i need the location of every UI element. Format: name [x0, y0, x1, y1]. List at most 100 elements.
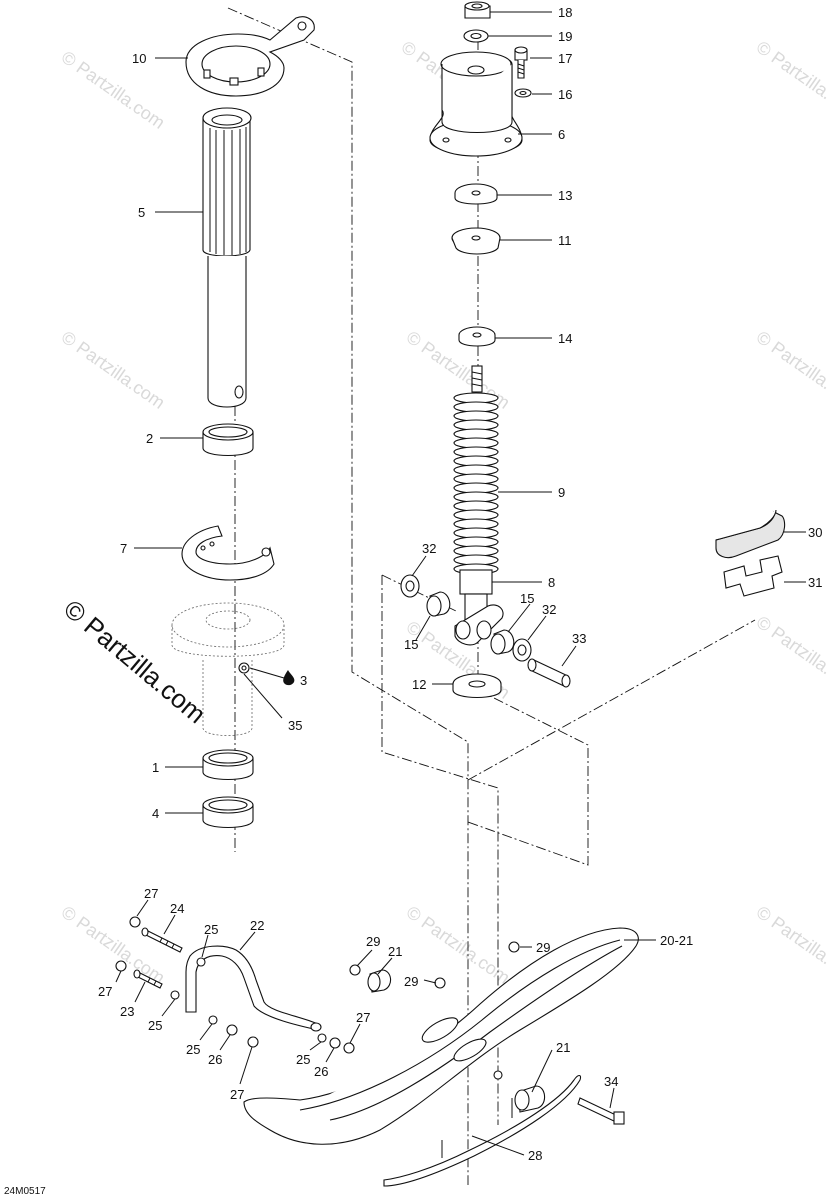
- leader-lines: [115, 11, 806, 1156]
- part-25-washer: [208, 1015, 218, 1025]
- part-25-washer: [170, 990, 180, 1000]
- part-30-pad: [715, 509, 786, 559]
- part-15-bushing-left: [426, 591, 451, 617]
- callout-25-b: 25: [148, 1018, 162, 1033]
- callout-27-c: 27: [230, 1087, 244, 1102]
- watermark-text: © Partzilla.com: [753, 327, 828, 413]
- callout-28: 28: [528, 1148, 542, 1163]
- callout-26-a: 26: [208, 1052, 222, 1067]
- callout-5: 5: [138, 205, 145, 220]
- part-31-bracket: [723, 555, 783, 597]
- callout-labels: 18 19 17 16 6 13 11 14 9 8 32 15 15 32 3…: [98, 5, 822, 1163]
- callout-9: 9: [558, 485, 565, 500]
- callout-18: 18: [558, 5, 572, 20]
- watermark-text: © Partzilla.com: [58, 47, 169, 133]
- watermark-text: © Partzilla.com: [58, 902, 169, 988]
- part-25-washer: [317, 1033, 327, 1043]
- callout-29-a: 29: [366, 934, 380, 949]
- part-21-bushing-upper: [367, 969, 392, 993]
- part-27-nut: [115, 960, 127, 972]
- part-26-nut: [226, 1024, 238, 1036]
- part-19-washer: [463, 29, 489, 43]
- watermark-text: © Partzilla.com: [58, 327, 169, 413]
- callout-16: 16: [558, 87, 572, 102]
- part-24-bolt: [141, 927, 183, 953]
- part-1-bushing: [202, 749, 254, 780]
- callout-21-b: 21: [556, 1040, 570, 1055]
- callout-22: 22: [250, 918, 264, 933]
- callout-12: 12: [412, 677, 426, 692]
- callout-24: 24: [170, 901, 184, 916]
- part-10-spanner: [185, 16, 315, 97]
- callout-2: 2: [146, 431, 153, 446]
- callout-3: 3: [300, 673, 307, 688]
- part-17-bolt: [514, 46, 528, 79]
- watermark-text: © Partzilla.com: [403, 902, 514, 988]
- callout-13: 13: [558, 188, 572, 203]
- callout-1: 1: [152, 760, 159, 775]
- part-29-nut: [349, 964, 361, 976]
- callout-27-d: 27: [356, 1010, 370, 1025]
- callout-23: 23: [120, 1004, 134, 1019]
- part-34-bolt: [577, 1097, 625, 1125]
- callout-27-b: 27: [98, 984, 112, 999]
- part-12-washer: [452, 673, 502, 698]
- part-15-bushing-right: [490, 629, 515, 655]
- part-20-21-ski: [243, 927, 639, 1145]
- part-27-nut: [129, 916, 141, 928]
- callout-29-b: 29: [404, 974, 418, 989]
- part-28-carbide-runner: [383, 1074, 582, 1187]
- part-4-bushing: [202, 796, 254, 828]
- callout-14: 14: [558, 331, 572, 346]
- callout-29-c: 29: [536, 940, 550, 955]
- part-35-grease-fitting: [238, 662, 250, 674]
- part-13-washer: [454, 183, 498, 205]
- watermark-text: © Partzilla.com: [753, 902, 828, 988]
- callout-7: 7: [120, 541, 127, 556]
- callout-15-left: 15: [404, 637, 418, 652]
- callout-19: 19: [558, 29, 572, 44]
- part-18-nut: [464, 1, 491, 19]
- part-7-circlip: [181, 525, 275, 581]
- part-27-nut: [247, 1036, 259, 1048]
- callout-11: 11: [558, 233, 572, 248]
- grease-drop-icon: [283, 670, 295, 686]
- part-25-washer: [196, 957, 206, 967]
- part-16-washer: [514, 88, 532, 98]
- watermark-layer: © Partzilla.com © Partzilla.com © Partzi…: [58, 37, 828, 988]
- callout-17: 17: [558, 51, 572, 66]
- part-33-pin: [527, 658, 571, 688]
- part-11-cup-washer: [451, 227, 501, 255]
- part-27-nut: [343, 1042, 355, 1054]
- callout-35: 35: [288, 718, 302, 733]
- part-14-washer: [458, 326, 496, 347]
- callout-26-b: 26: [314, 1064, 328, 1079]
- part-2-bushing: [202, 423, 254, 456]
- part-32-spacer-left: [400, 574, 420, 598]
- part-22-ski-handle: [185, 945, 322, 1032]
- part-21-bushing-lower: [514, 1085, 546, 1113]
- part-9-shock-spring: [453, 365, 499, 595]
- spring-coils: [453, 392, 499, 575]
- part-29-nut: [508, 941, 520, 953]
- watermark-text: © Partzilla.com: [753, 612, 828, 698]
- callout-30: 30: [808, 525, 822, 540]
- callout-32-right: 32: [542, 602, 556, 617]
- callout-8: 8: [548, 575, 555, 590]
- part-8-shock-eye: [454, 593, 504, 646]
- part-26-nut: [329, 1037, 341, 1049]
- callout-25-a: 25: [204, 922, 218, 937]
- part-6-shock-mount: [429, 51, 523, 157]
- part-column-housing-ghost: [171, 602, 285, 736]
- callout-21-a: 21: [388, 944, 402, 959]
- callout-20-21: 20-21: [660, 933, 693, 948]
- callout-34: 34: [604, 1074, 618, 1089]
- callout-27-a: 27: [144, 886, 158, 901]
- callout-25-c: 25: [186, 1042, 200, 1057]
- part-32-spacer-right: [512, 638, 532, 662]
- callout-33: 33: [572, 631, 586, 646]
- part-29-nut: [434, 977, 446, 989]
- callout-6: 6: [558, 127, 565, 142]
- watermark-text: © Partzilla.com: [753, 37, 828, 123]
